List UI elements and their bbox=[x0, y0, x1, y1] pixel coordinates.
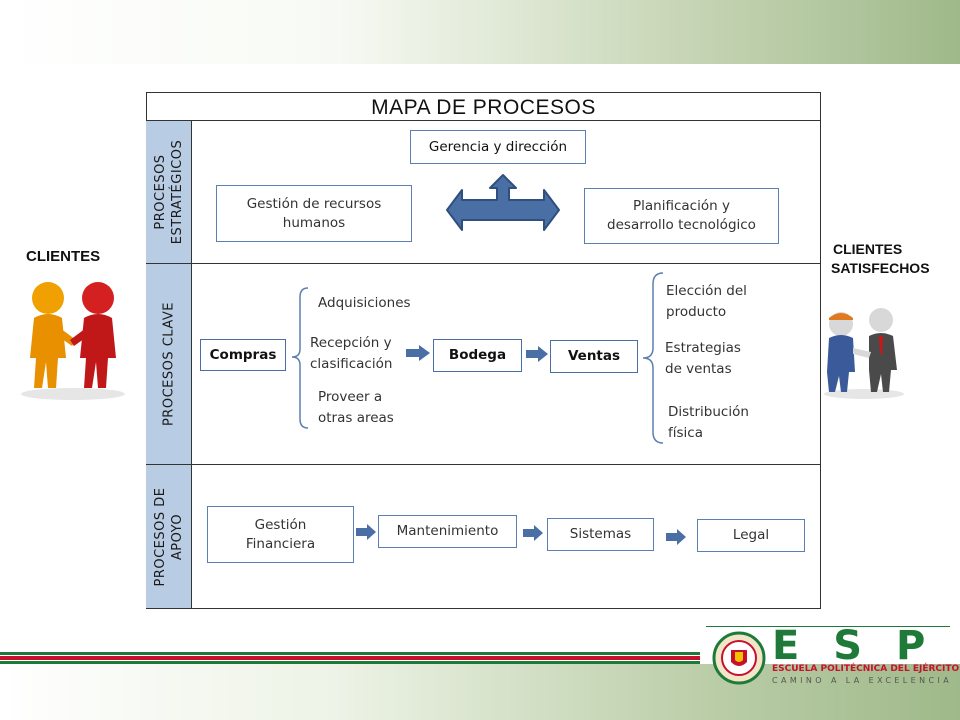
plan-line1: Planificación y bbox=[633, 198, 730, 214]
label-eleccion: Elección del producto bbox=[666, 283, 747, 320]
arrow-right-icon bbox=[356, 524, 376, 540]
espe-motto: CAMINO A LA EXCELENCIA bbox=[772, 676, 953, 685]
clients-label: CLIENTES bbox=[26, 248, 101, 265]
three-way-arrow-icon bbox=[446, 174, 560, 231]
top-banner bbox=[0, 0, 960, 64]
label-proveer: Proveer a otras areas bbox=[318, 389, 394, 426]
box-rrhh: Gestión de recursos humanos bbox=[216, 185, 412, 242]
label-distribucion: Distribución física bbox=[668, 404, 749, 441]
arrow-right-icon bbox=[406, 345, 430, 361]
satisfied-people-image bbox=[824, 308, 904, 399]
espe-seal-logo bbox=[712, 631, 766, 685]
section-strategic-text: PROCESOS ESTRATÉGICOS bbox=[152, 139, 185, 245]
logo-divider bbox=[706, 626, 950, 627]
financiera-line2: Financiera bbox=[245, 535, 316, 552]
arrow-right-icon bbox=[526, 346, 548, 362]
satisfied-clients-line1: CLIENTES bbox=[833, 241, 903, 257]
bottom-banner bbox=[0, 664, 960, 720]
section-key-text: PROCESOS CLAVE bbox=[161, 301, 176, 427]
box-compras: Compras bbox=[200, 339, 286, 371]
green-stripe-lower bbox=[0, 661, 700, 664]
espe-school-name: ESCUELA POLITÉCNICA DEL EJÉRCITO bbox=[772, 664, 960, 674]
box-gestion-financiera: Gestión Financiera bbox=[207, 506, 354, 563]
ventas-bracket-icon bbox=[642, 272, 664, 444]
green-stripe bbox=[0, 652, 700, 655]
arrow-right-icon bbox=[523, 525, 543, 541]
rrhh-line1: Gestión de recursos bbox=[246, 195, 382, 212]
section-support-text: PROCESOS DE APOYO bbox=[152, 487, 185, 586]
plan-line2: desarrollo tecnológico bbox=[607, 217, 756, 233]
label-recepcion: Recepción y clasificación bbox=[310, 335, 393, 372]
map-title: MAPA DE PROCESOS bbox=[371, 96, 596, 119]
red-stripe bbox=[0, 656, 700, 660]
box-mantenimiento: Mantenimiento bbox=[378, 515, 517, 548]
box-bodega: Bodega bbox=[433, 339, 522, 372]
box-sistemas: Sistemas bbox=[547, 518, 654, 551]
espe-wordmark: E S P E bbox=[772, 623, 960, 669]
box-planificacion: Planificación y desarrollo tecnológico bbox=[584, 188, 779, 244]
label-adquisiciones: Adquisiciones bbox=[318, 295, 411, 311]
box-legal: Legal bbox=[697, 519, 805, 552]
label-estrategias: Estrategias de ventas bbox=[665, 340, 741, 377]
section-strategic-label: PROCESOS ESTRATÉGICOS bbox=[146, 121, 192, 263]
satisfied-clients-line2: SATISFECHOS bbox=[831, 260, 930, 276]
title-divider bbox=[146, 120, 821, 121]
compras-bracket-icon bbox=[291, 287, 309, 429]
financiera-line1: Gestión bbox=[254, 516, 307, 533]
arrow-right-icon bbox=[666, 529, 686, 545]
section-divider-2 bbox=[146, 464, 821, 465]
satisfied-clients-label: CLIENTES SATISFECHOS bbox=[831, 240, 930, 278]
section-divider-1 bbox=[146, 263, 821, 264]
box-gerencia: Gerencia y dirección bbox=[410, 130, 586, 164]
handshake-people-image bbox=[10, 276, 136, 404]
section-support-label: PROCESOS DE APOYO bbox=[146, 465, 192, 608]
rrhh-line2: humanos bbox=[282, 214, 346, 231]
box-ventas: Ventas bbox=[550, 340, 638, 373]
section-key-label: PROCESOS CLAVE bbox=[146, 264, 192, 464]
